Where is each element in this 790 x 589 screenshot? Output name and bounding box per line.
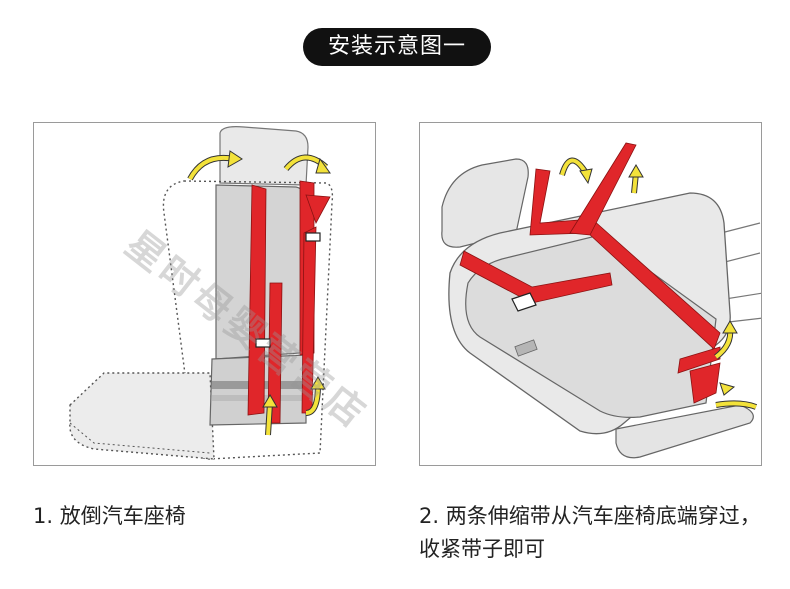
strap-top-loop	[569, 142, 637, 236]
seat-reclined-illustration	[441, 142, 761, 459]
arrow-right-lower-icon	[715, 401, 757, 409]
diagram-panel-2	[419, 122, 762, 466]
arrow-up-left-icon	[266, 402, 272, 436]
arrow-loop-top-icon	[560, 158, 588, 176]
seat-base-outline	[69, 372, 215, 460]
strap-diagonal	[529, 168, 721, 350]
caption-step-1: 1. 放倒汽车座椅	[33, 504, 186, 528]
headrest-shape	[219, 126, 309, 186]
caption-step-2: 2. 两条伸缩带从汽车座椅底端穿过，收紧带子即可	[419, 504, 761, 561]
headrest-shape-2	[441, 158, 529, 248]
strap-left	[247, 184, 267, 416]
buckle-cross	[511, 292, 537, 312]
figure-title: 安装示意图一	[303, 28, 491, 66]
seat-base-2	[615, 404, 754, 459]
buckle-left	[255, 338, 271, 348]
seat-back-outline	[162, 180, 334, 460]
strap-cross	[459, 250, 613, 304]
seat-upright-illustration	[69, 126, 334, 460]
buckle-right	[305, 232, 321, 242]
diagram-panel-1	[33, 122, 376, 466]
